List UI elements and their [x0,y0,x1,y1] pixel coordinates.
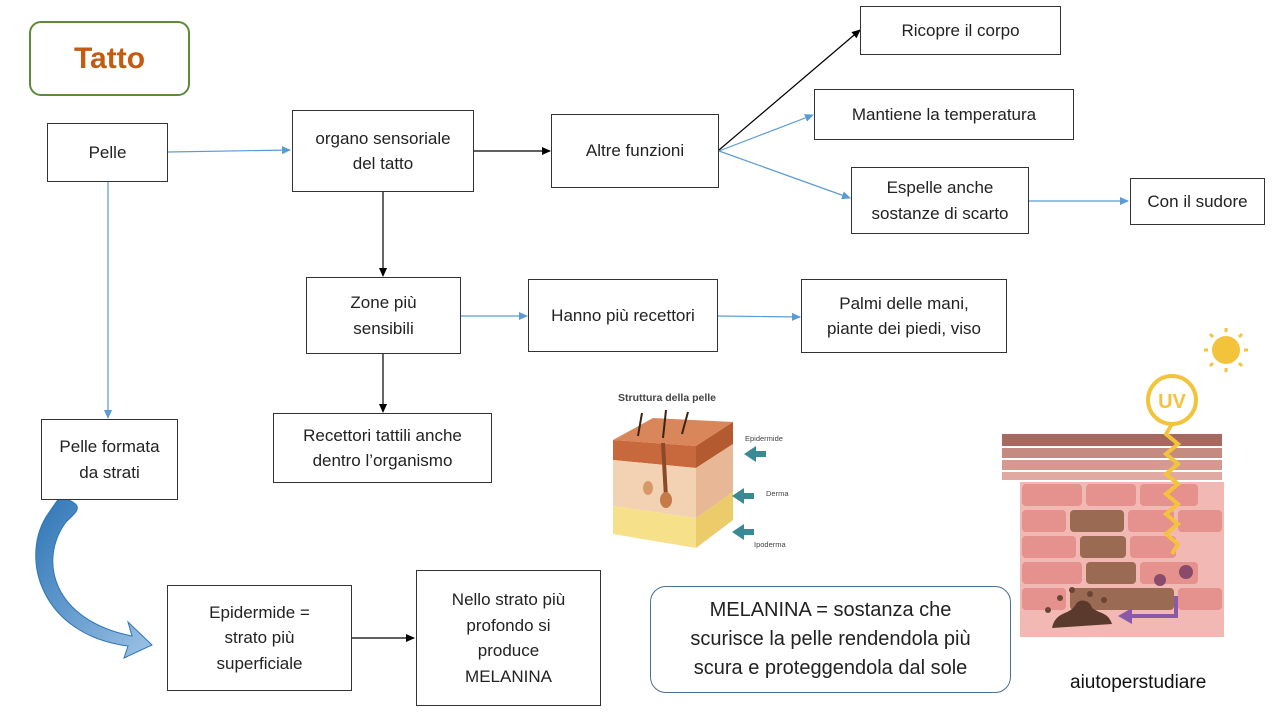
uv-melanin-image: UV [1002,328,1248,637]
label-ipoderma: Ipoderma [754,540,787,549]
melanocyte-icon [1052,600,1112,628]
label-derma: Derma [766,489,789,498]
ipoderma-arrow-icon [732,524,754,540]
node-organo-sensoriale: organo sensoriale del tatto [292,110,474,192]
return-arrow-icon [1130,596,1178,618]
node-sudore: Con il sudore [1130,178,1265,225]
uv-label: UV [1158,391,1186,413]
melanina-note: MELANINA = sostanza che scurisce la pell… [650,586,1011,693]
node-strato-profondo: Nello strato più profondo si produce MEL… [416,570,601,706]
skin-image-title: Struttura della pelle [618,392,716,404]
node-epidermide: Epidermide = strato più superficiale [167,585,352,691]
node-pelle-strati: Pelle formata da strati [41,419,178,500]
arrow-pelle-organo [167,146,291,155]
curved-arrow [35,496,153,659]
node-altre-funzioni: Altre funzioni [551,114,719,188]
node-ricopre: Ricopre il corpo [860,6,1061,55]
arrow-altre-ricopre [718,29,861,151]
epidermide-arrow-icon [744,446,766,462]
arrow-recettori-palmi [717,312,801,321]
node-zone-sensibili: Zone più sensibili [306,277,461,354]
derma-arrow-icon [732,488,754,504]
node-pelle: Pelle [47,123,168,182]
uv-ray-icon [1162,422,1182,556]
page-title: Tatto [29,21,190,96]
node-recettori-tattili: Recettori tattili anche dentro l’organis… [273,413,492,483]
arrow-altre-espelle [718,150,851,200]
node-mantiene: Mantiene la temperatura [814,89,1074,140]
arrow-altre-mantiene [718,114,814,152]
sun-icon [1204,328,1248,372]
node-palmi: Palmi delle mani, piante dei piedi, viso [801,279,1007,353]
node-espelle: Espelle anche sostanze di scarto [851,167,1029,234]
skin-structure-image: Struttura della pelle Epidermide Derma I… [613,392,789,549]
label-epidermide: Epidermide [745,434,783,443]
node-hanno-recettori: Hanno più recettori [528,279,718,352]
footer-credit: aiutoperstudiare [1070,672,1207,693]
